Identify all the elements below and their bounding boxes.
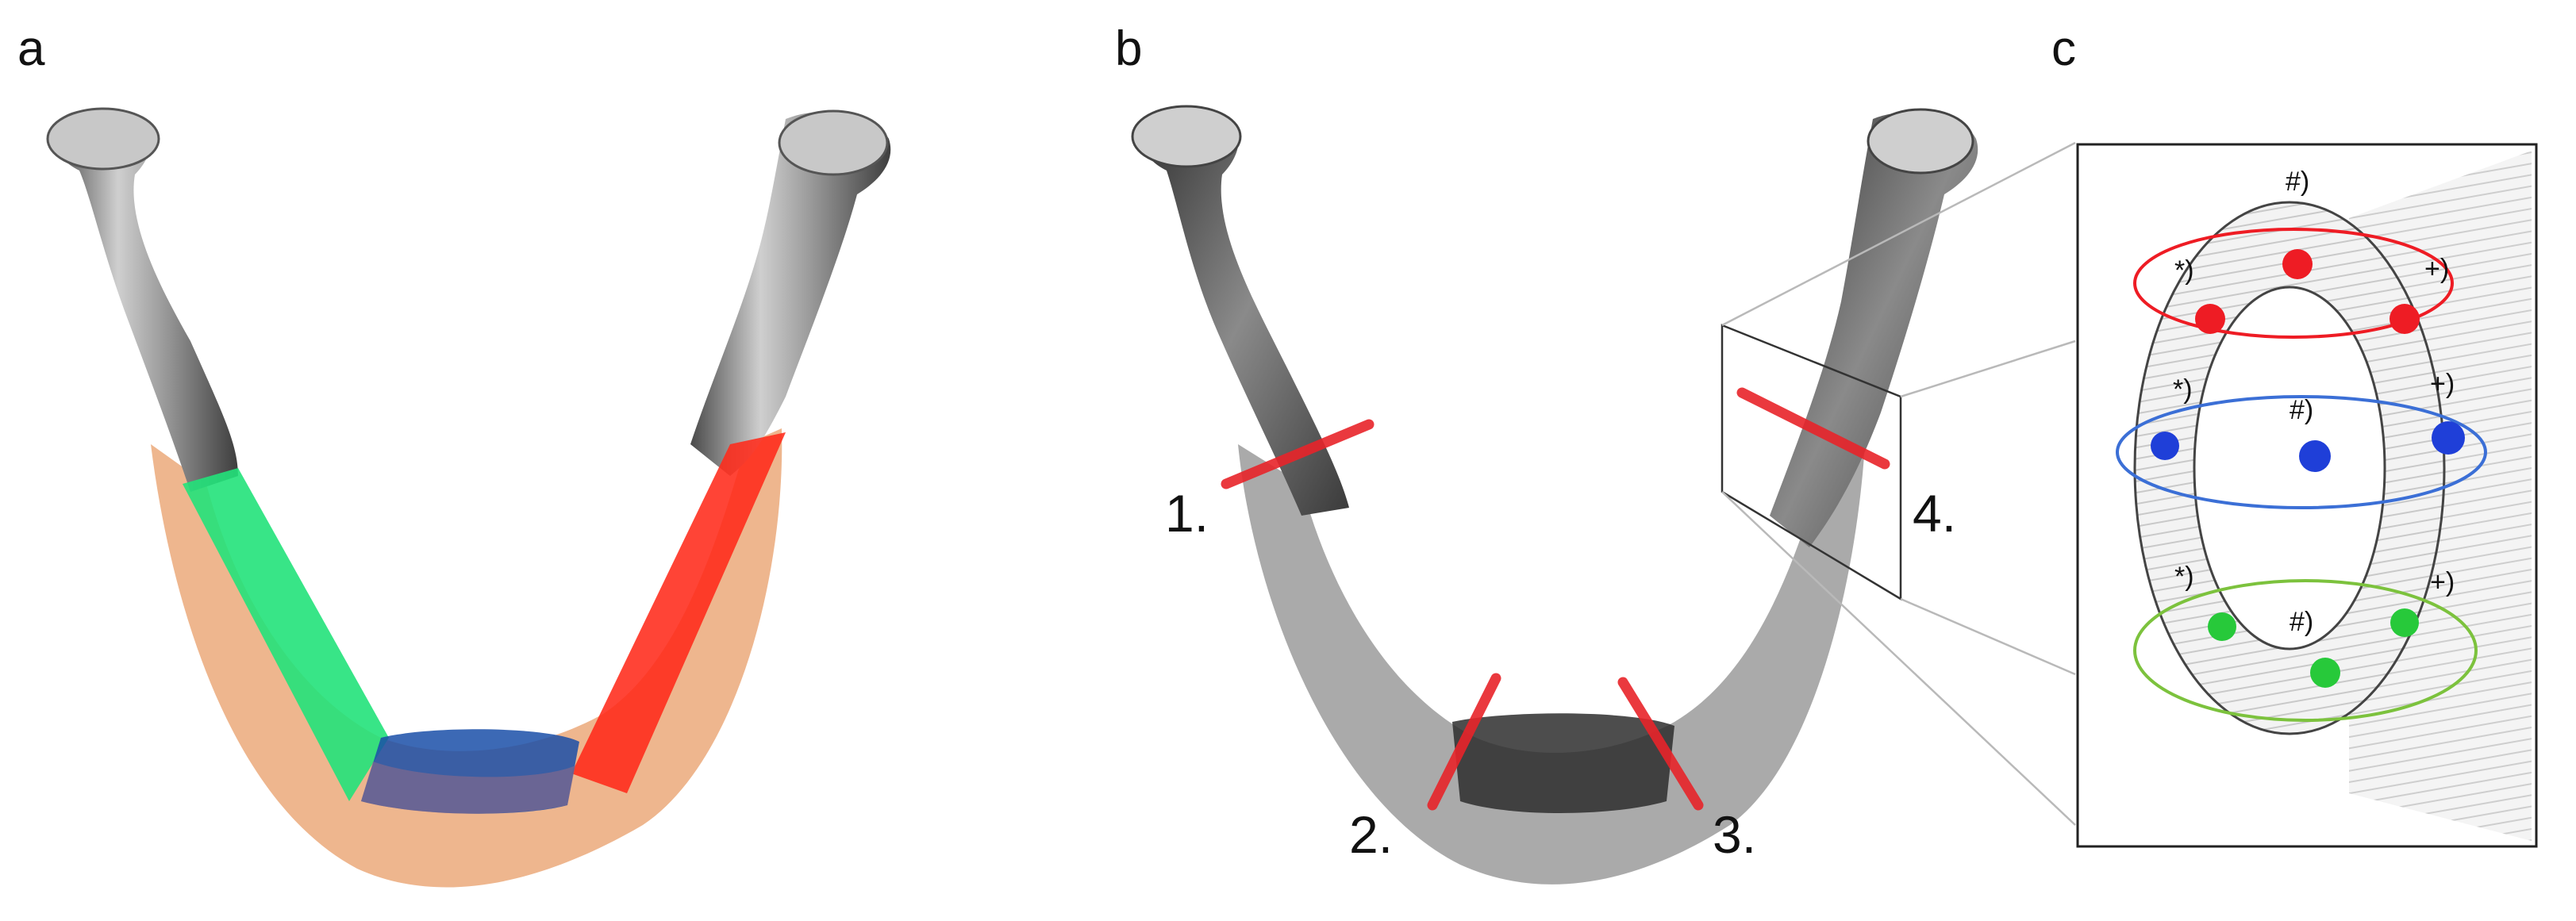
label-star-red: *) <box>2174 255 2194 286</box>
label-star-blue: *) <box>2173 374 2193 405</box>
green-point-hash <box>2310 658 2340 688</box>
red-point-star <box>2195 304 2225 334</box>
segment-left-green <box>183 468 389 801</box>
label-hash-top: #) <box>2286 167 2309 197</box>
blue-point-star <box>2151 432 2179 460</box>
cut-line-3 <box>1617 677 1704 811</box>
panel-b-letter: b <box>1115 21 1142 76</box>
label-plus-blue: +) <box>2430 369 2455 399</box>
green-point-star <box>2208 612 2236 641</box>
panel-a-letter: a <box>17 21 45 76</box>
label-plus-red: +) <box>2424 254 2449 284</box>
left-ramus <box>53 109 238 492</box>
green-point-plus <box>2390 608 2419 637</box>
cut-label-4: 4. <box>1913 484 1956 543</box>
right-condyle-b <box>1867 108 1974 175</box>
red-point-plus <box>2390 304 2420 334</box>
label-hash-blue: #) <box>2290 395 2313 425</box>
projection-lines <box>1721 141 2076 826</box>
mandible-outline <box>1238 444 1865 885</box>
label-star-green: *) <box>2174 562 2194 592</box>
cut-label-1: 1. <box>1165 484 1209 543</box>
panel-c-letter: c <box>2051 21 2076 76</box>
cut-line-2 <box>1427 673 1501 811</box>
level-ellipse-blue <box>2116 395 2487 509</box>
panel-c: c #) *) +) *) #) +) *) #) +) <box>2051 21 2538 848</box>
panel-a: a <box>17 21 891 888</box>
segment-front-overlay <box>361 762 575 814</box>
level-ellipse-red <box>2133 228 2454 339</box>
level-ellipse-green <box>2133 579 2478 722</box>
segment-right-red <box>571 432 786 793</box>
label-plus-green: +) <box>2430 567 2455 597</box>
red-point-hash <box>2282 249 2313 279</box>
right-condyle <box>778 109 889 176</box>
blue-point-plus <box>2432 421 2465 455</box>
label-hash-green: #) <box>2290 607 2313 637</box>
blue-point-hash <box>2299 440 2331 472</box>
cut-line-4 <box>1736 387 1890 470</box>
right-ramus <box>690 111 891 476</box>
left-ramus-b <box>1140 109 1349 516</box>
right-ramus-b <box>1770 111 1978 547</box>
left-condyle <box>46 107 160 171</box>
cut-label-2: 2. <box>1349 805 1393 864</box>
mandible-inner-shadow <box>1452 713 1674 813</box>
cut-label-3: 3. <box>1713 805 1756 864</box>
cortical-ring-inner <box>2193 286 2386 650</box>
cut-line-1 <box>1221 419 1375 489</box>
left-condyle-b <box>1131 105 1242 168</box>
panel-b: b 1. 2. 3. 4. <box>1115 21 1978 885</box>
